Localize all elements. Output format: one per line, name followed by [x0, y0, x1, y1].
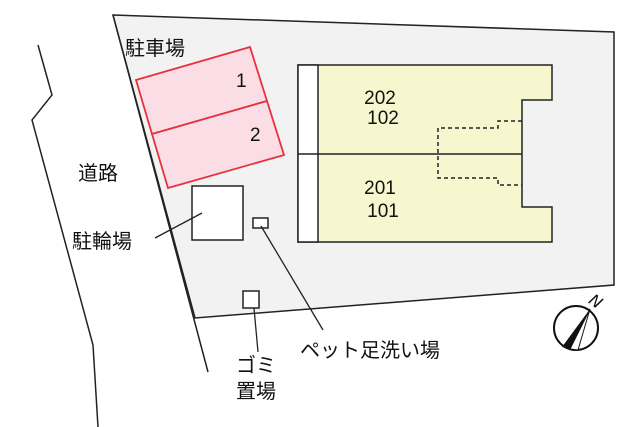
road-label: 道路 — [78, 161, 118, 185]
unit-101: 101 — [367, 201, 399, 222]
pet-footbath — [252, 217, 269, 229]
garbage-label-2: 置場 — [236, 379, 276, 403]
leader-pet — [260, 225, 324, 331]
leader-bicycle — [154, 212, 203, 239]
parking-space-2-label: 2 — [250, 125, 261, 146]
dashed-outline — [437, 120, 522, 186]
parking-area: 1 2 — [134, 45, 286, 190]
unit-201: 201 — [364, 178, 396, 199]
road-edge-left — [31, 44, 99, 427]
building: 202 102 201 101 — [297, 64, 553, 243]
parking-label: 駐車場 — [125, 36, 185, 60]
parking-space-2 — [150, 99, 286, 190]
unit-202: 202 — [364, 88, 396, 109]
parking-space-1-label: 1 — [236, 71, 247, 92]
north-arrow-icon: N — [553, 290, 606, 351]
garbage-area — [242, 290, 260, 309]
unit-102: 102 — [367, 108, 399, 129]
garbage-label-1: ゴミ — [236, 353, 276, 377]
bicycle-parking — [191, 185, 244, 241]
bicycle-parking-label: 駐輪場 — [72, 229, 132, 253]
pet-footbath-label: ペット足洗い場 — [300, 338, 440, 362]
leader-garbage — [253, 307, 259, 353]
